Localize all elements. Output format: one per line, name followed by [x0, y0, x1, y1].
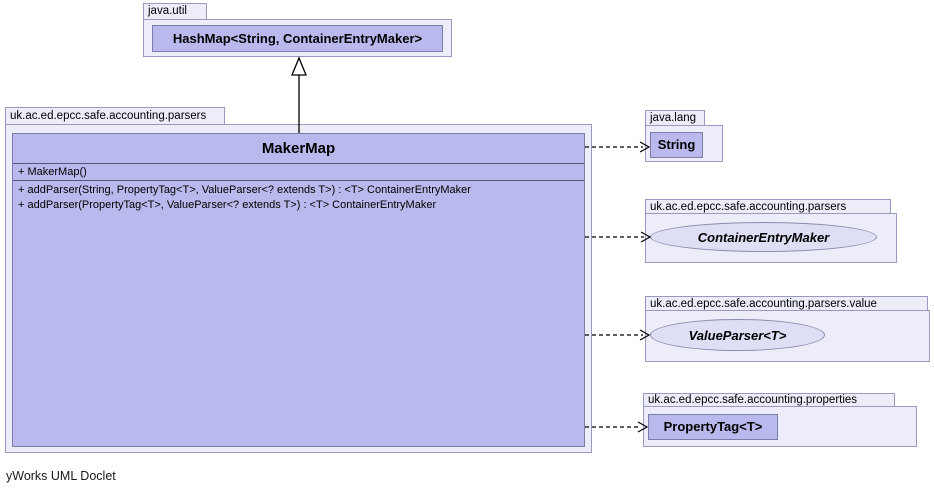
- makermap-constructor: + MakerMap(): [13, 164, 584, 181]
- class-node-makermap[interactable]: MakerMap + MakerMap() + addParser(String…: [12, 133, 585, 447]
- class-node-string[interactable]: String: [650, 132, 703, 158]
- makermap-method: + addParser(String, PropertyTag<T>, Valu…: [18, 184, 471, 196]
- interface-node-containerentrymaker[interactable]: ContainerEntryMaker: [650, 222, 877, 252]
- class-node-hashmap[interactable]: HashMap<String, ContainerEntryMaker>: [152, 25, 443, 52]
- class-title-makermap: MakerMap: [13, 134, 584, 164]
- dependency-arrow-makermap-propertytag: [585, 421, 649, 433]
- package-tab-properties: uk.ac.ed.epcc.safe.accounting.properties: [643, 393, 895, 407]
- doclet-credit-label: yWorks UML Doclet: [6, 469, 116, 483]
- interface-node-valueparser[interactable]: ValueParser<T>: [650, 319, 825, 351]
- makermap-methods: + addParser(String, PropertyTag<T>, Valu…: [13, 181, 584, 213]
- package-tab-parsers-iface: uk.ac.ed.epcc.safe.accounting.parsers: [645, 199, 891, 214]
- generalization-arrow-makermap-hashmap: [291, 56, 307, 133]
- dependency-arrow-makermap-string: [585, 141, 651, 153]
- package-tab-parsers-value: uk.ac.ed.epcc.safe.accounting.parsers.va…: [645, 296, 928, 311]
- package-body-properties: [643, 406, 917, 447]
- package-tab-parsers-main: uk.ac.ed.epcc.safe.accounting.parsers: [5, 107, 225, 125]
- makermap-method: + addParser(PropertyTag<T>, ValueParser<…: [18, 199, 437, 211]
- dependency-arrow-makermap-valueparser: [585, 329, 651, 341]
- dependency-arrow-makermap-containerentrymaker: [585, 231, 652, 243]
- package-tab-java-util: java.util: [143, 3, 207, 20]
- package-tab-java-lang: java.lang: [645, 110, 705, 126]
- class-node-propertytag[interactable]: PropertyTag<T>: [648, 414, 778, 440]
